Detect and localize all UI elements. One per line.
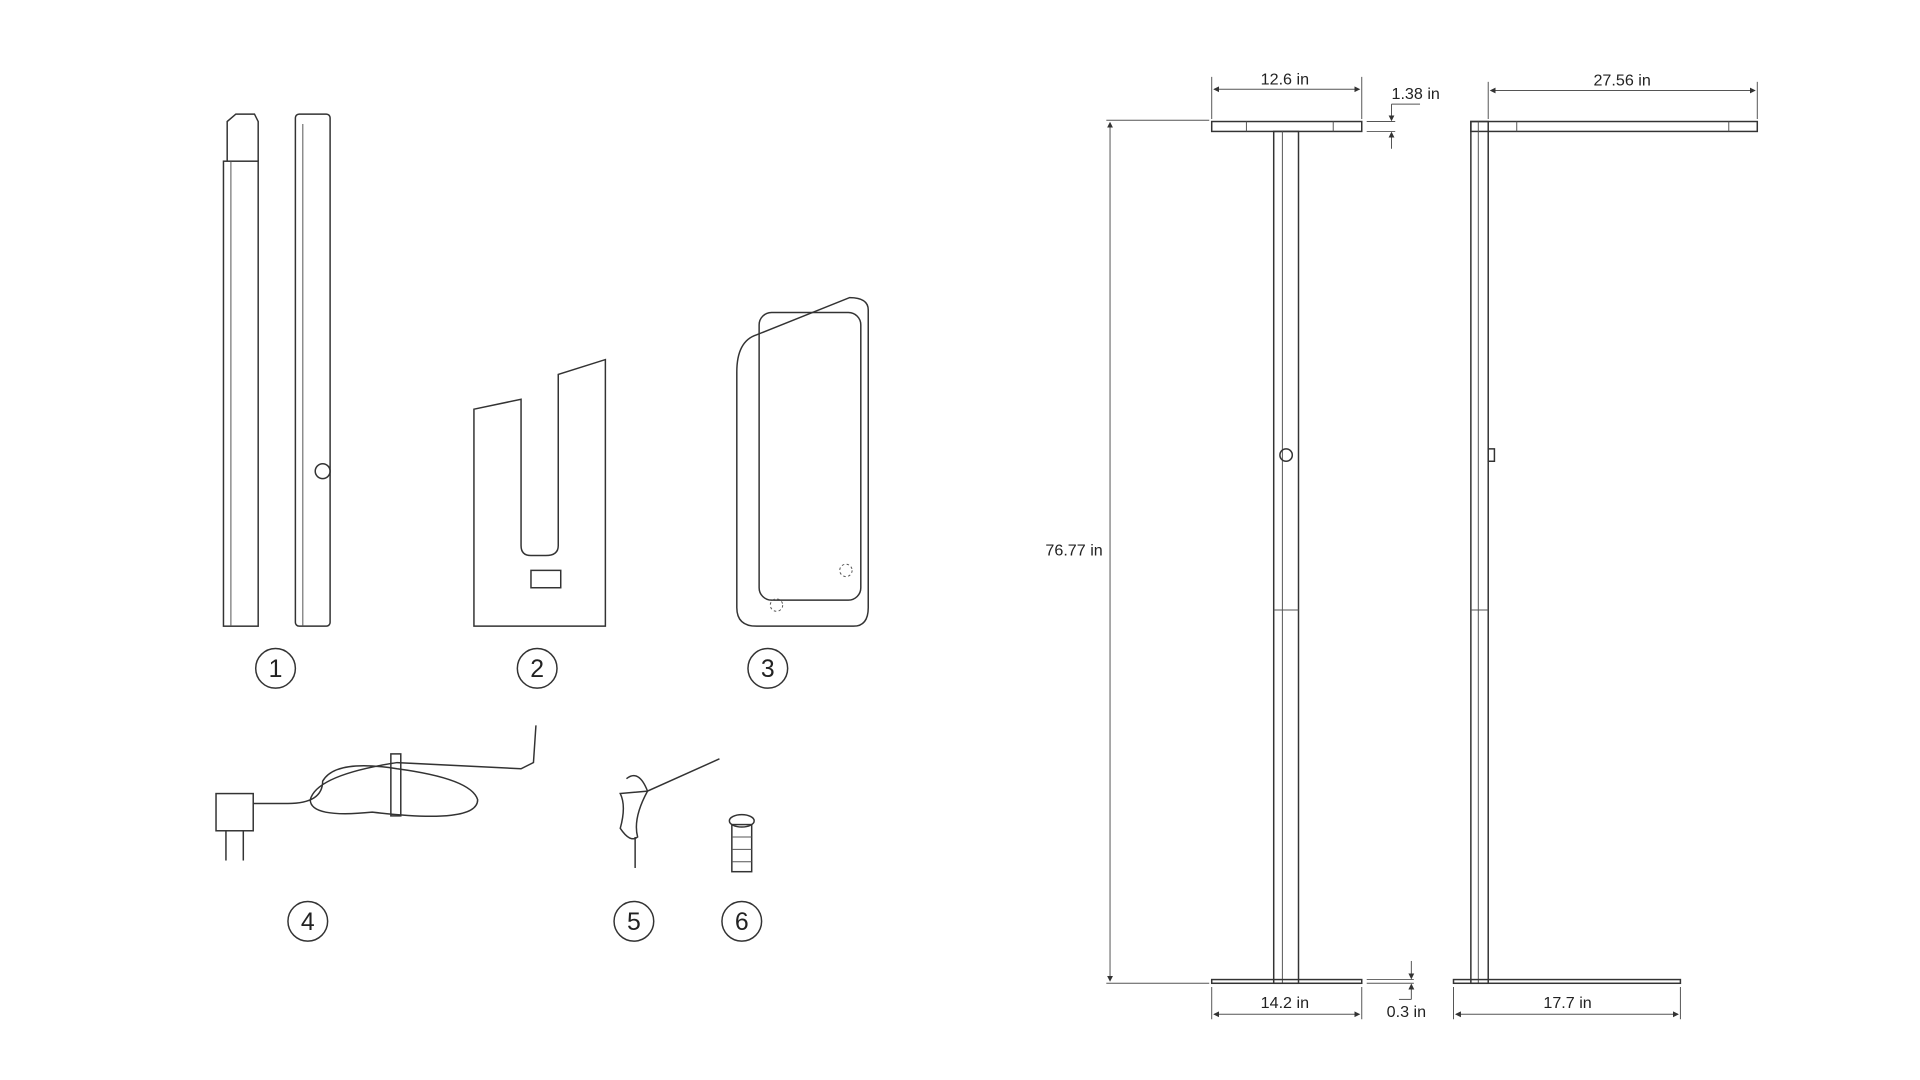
dim-head-width-side: 27.56 in	[1593, 72, 1650, 90]
part-number-2: 2	[516, 647, 558, 689]
dim-base-width-front: 14.2 in	[1261, 994, 1309, 1012]
base-plate-illustration	[473, 358, 607, 627]
screw-illustration	[728, 813, 755, 873]
dim-head-width-front: 12.6 in	[1261, 70, 1309, 88]
side-view	[1452, 81, 1759, 1020]
part-number-5: 5	[613, 900, 655, 942]
dim-base-depth-side: 17.7 in	[1543, 994, 1591, 1012]
pole-segments-illustration	[222, 113, 331, 627]
part-number-1: 1	[254, 647, 297, 689]
svg-text:4: 4	[301, 909, 315, 936]
part-number-4: 4	[287, 900, 329, 942]
part-number-6: 6	[721, 900, 763, 942]
svg-text:3: 3	[761, 656, 775, 683]
dim-total-height: 76.77 in	[1045, 541, 1102, 559]
svg-text:5: 5	[627, 909, 641, 936]
svg-text:6: 6	[735, 909, 749, 936]
front-view	[1106, 76, 1421, 1020]
power-cable-illustration	[215, 725, 537, 861]
hex-key-illustration	[619, 758, 720, 868]
part-number-3: 3	[747, 647, 789, 689]
svg-text:1: 1	[269, 656, 283, 683]
lamp-head-illustration	[736, 296, 869, 627]
dim-head-thickness: 1.38 in	[1392, 85, 1440, 103]
svg-text:2: 2	[530, 656, 544, 683]
dim-base-thickness: 0.3 in	[1387, 1003, 1426, 1021]
